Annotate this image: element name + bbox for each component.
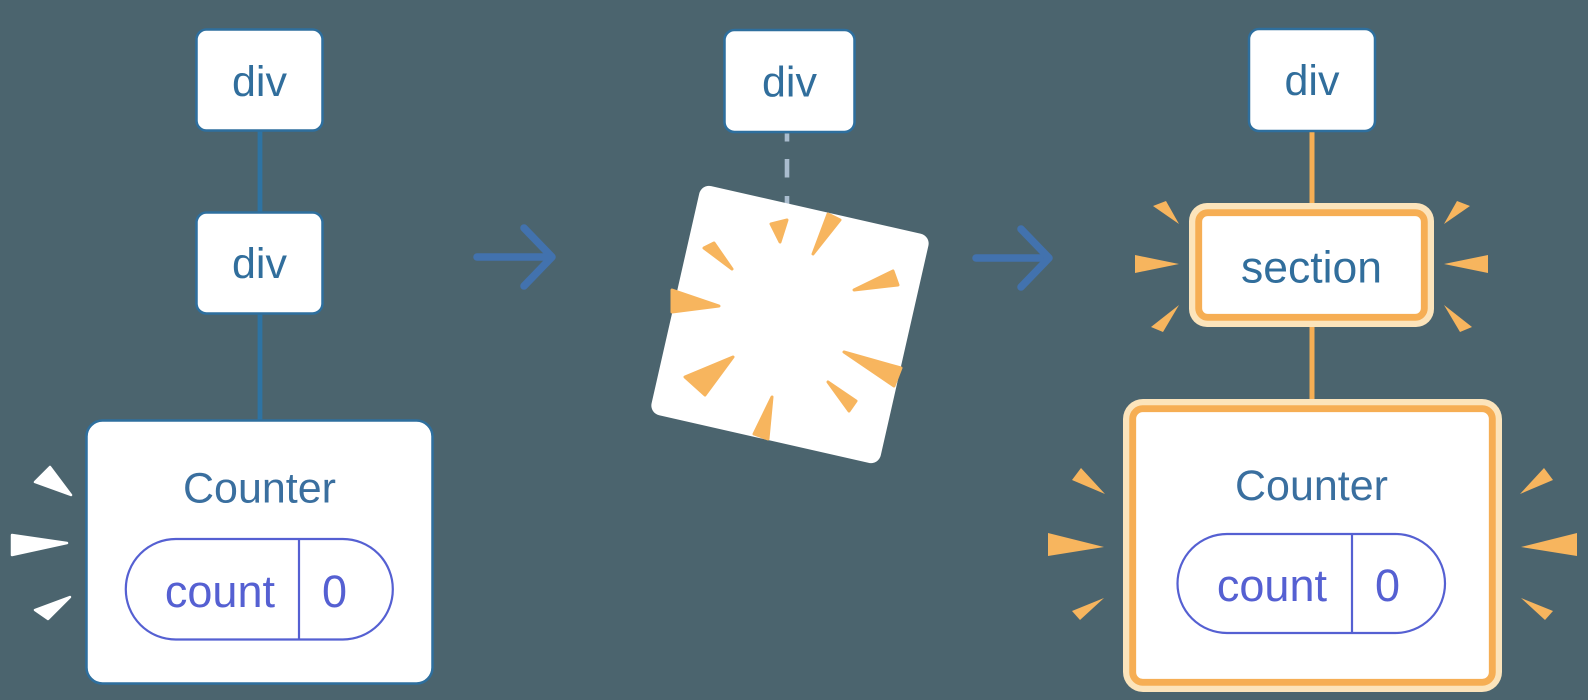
- svg-text:0: 0: [322, 566, 347, 617]
- svg-text:count: count: [1217, 560, 1328, 611]
- svg-text:section: section: [1241, 244, 1382, 293]
- svg-text:div: div: [1285, 57, 1340, 105]
- svg-text:div: div: [762, 59, 817, 107]
- svg-text:div: div: [232, 240, 287, 288]
- svg-text:0: 0: [1375, 560, 1400, 611]
- svg-text:count: count: [165, 566, 276, 617]
- svg-text:Counter: Counter: [183, 465, 336, 513]
- svg-text:div: div: [232, 58, 287, 106]
- svg-text:Counter: Counter: [1235, 462, 1388, 510]
